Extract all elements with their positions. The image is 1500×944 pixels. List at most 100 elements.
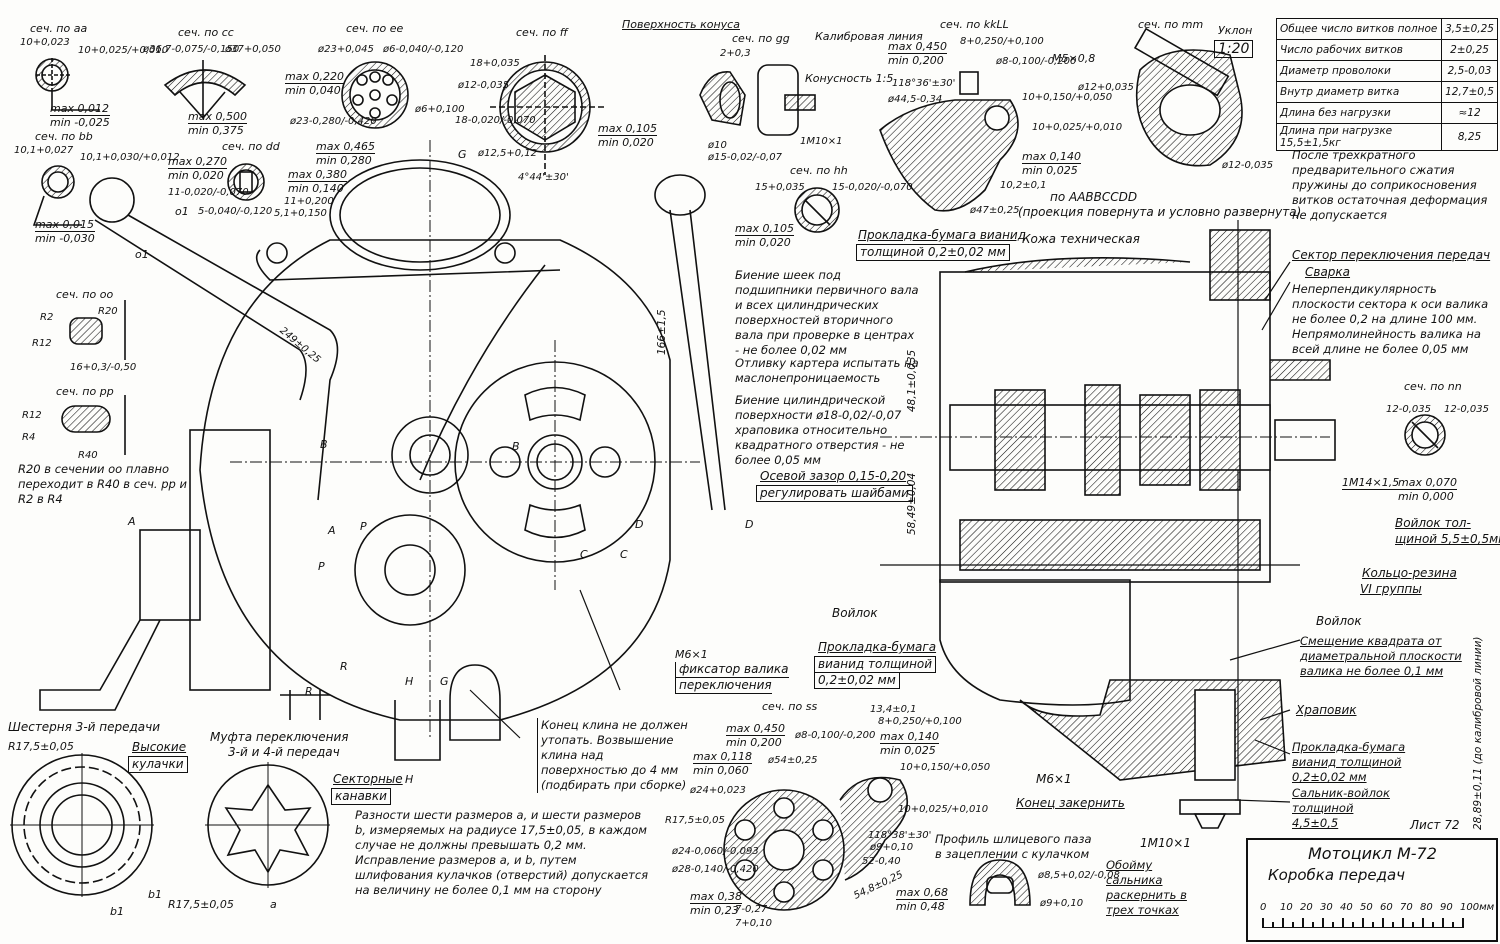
section-ss-dim: ø24+0,023 — [690, 785, 746, 796]
section-gg-dim: ø15-0,02/-0,07 — [708, 152, 782, 163]
section-ff-title: сеч. по ff — [516, 26, 568, 39]
section-nn-dim: 12-0,035 — [1386, 404, 1431, 415]
leather-label: Кожа техническая — [1022, 232, 1140, 246]
section-ee-dim: ø6-0,040/-0,120 — [383, 44, 464, 55]
section-ss-dim: 10+0,025/+0,010 — [898, 804, 989, 815]
scale-label: 70 — [1400, 902, 1413, 913]
scale-tick — [1322, 918, 1324, 928]
gasket-bottom-note: Прокладка-бумага вианид толщиной 0,2±0,0… — [1292, 740, 1406, 784]
section-kkll-dim: 10,2±0,1 — [1000, 180, 1047, 191]
scale-tick — [1332, 922, 1334, 928]
slope-value: 1:20 — [1214, 40, 1254, 58]
section-kkll-title: сеч. по kkLL — [940, 18, 1009, 31]
section-ss-dim: ø8-0,100/-0,200 — [795, 730, 876, 741]
scale-label: 40 — [1340, 902, 1353, 913]
scale-label: 60 — [1380, 902, 1393, 913]
taper-label: Конусность 1:5 — [805, 72, 894, 85]
section-kkll-dim: 118°36'±30' — [892, 78, 956, 89]
section-aa-title: сеч. по aa — [30, 22, 88, 35]
cam-differences-note: Разности шести размеров a, и шести разме… — [355, 808, 649, 897]
section-ss-dim: 7-0,27 — [735, 904, 768, 915]
scale-label: 0 — [1260, 902, 1267, 913]
gear-3-drawing — [10, 753, 154, 897]
view-letter: A — [328, 524, 336, 537]
section-cc-title: сеч. по cc — [178, 26, 234, 39]
projection-subtitle: (проекция повернута и условно развернута… — [1018, 205, 1302, 219]
drawing-subtitle: Коробка передач — [1268, 866, 1406, 884]
spline-profile-drawing — [969, 859, 1031, 906]
view-letter: C — [620, 548, 628, 561]
scale-tick — [1272, 922, 1274, 928]
section-ss-dim: 52-0,40 — [862, 856, 901, 867]
section-gg-dim: 1М10×1 — [800, 136, 843, 147]
section-ss-dim: 13,4±0,1 — [870, 704, 917, 715]
section-bb-dim: 10,1+0,030/+0,012 — [80, 152, 180, 163]
section-gg-dim: 2+0,3 — [720, 48, 751, 59]
scale-label: 80 — [1420, 902, 1433, 913]
section-kkll-dim: ø47±0,25 — [970, 205, 1020, 216]
view-letter: P — [318, 560, 325, 573]
section-bb-dim: 10,1+0,027 — [14, 145, 74, 156]
scale-tick — [1432, 922, 1434, 928]
section-gg-drawing — [699, 64, 816, 136]
scale-label: 10 — [1280, 902, 1293, 913]
section-ff-dim: 4°44'±30' — [518, 172, 569, 183]
section-ff-dim: 18+0,035 — [470, 58, 520, 69]
view-letter: H — [405, 675, 414, 688]
section-oo-drawing — [69, 300, 126, 360]
gasket-mid-thickness: 0,2±0,02 мм — [814, 672, 900, 689]
scale-tick — [1302, 918, 1304, 928]
thread-m14: 1М14×1,5 — [1342, 476, 1400, 490]
view-letter: G — [440, 675, 449, 688]
spline-profile-title: Профиль шлицевого паза в зацеплении с ку… — [935, 832, 1092, 861]
section-ss-dim: 10+0,150/+0,050 — [900, 762, 991, 773]
section-dd-dim: 11+0,200 — [284, 196, 334, 207]
section-ee-dim: ø23+0,045 — [318, 44, 374, 55]
oo-pp-note: R20 в сечении oo плавно переходит в R40 … — [18, 462, 187, 506]
gearbox-side-view — [39, 140, 726, 761]
section-pp-drawing — [61, 395, 126, 455]
section-gg-dim: ø10 — [708, 140, 727, 151]
shaft-runout-note: Биение шеек под подшипники первичного ва… — [735, 268, 919, 357]
spline-dim: ø9+0,10 — [1040, 898, 1084, 909]
section-dd-drawing — [227, 163, 265, 201]
high-cams-label-2: кулачки — [128, 756, 188, 773]
calib-line-label: Калибровая линия — [815, 30, 923, 43]
section-kkll-dim: 8+0,250/+0,100 — [960, 36, 1044, 47]
view-letter: R — [340, 660, 348, 673]
gear-3-radius: R17,5±0,05 — [8, 740, 74, 753]
view-letter: D — [745, 518, 754, 531]
m6-fixator-label-2: переключения — [675, 678, 772, 694]
dim-a-label: a — [270, 898, 277, 911]
gasket-mid-label: Прокладка-бумага — [818, 640, 937, 654]
view-letter: B — [320, 438, 328, 451]
scale-tick — [1442, 918, 1444, 928]
dim-b1-label: b1 — [148, 888, 162, 901]
scale-label: 30 — [1320, 902, 1333, 913]
scale-tick — [1312, 922, 1314, 928]
sector-grooves-label-2: канавки — [331, 788, 391, 805]
section-cc-drawing — [163, 60, 247, 120]
section-bb-title: сеч. по bb — [35, 130, 93, 143]
scale-tick — [1292, 922, 1294, 928]
section-oo-dim: 16+0,3/-0,50 — [70, 362, 137, 373]
gear-3-title: Шестерня 3-й передачи — [8, 720, 161, 734]
scale-tick — [1342, 918, 1344, 928]
